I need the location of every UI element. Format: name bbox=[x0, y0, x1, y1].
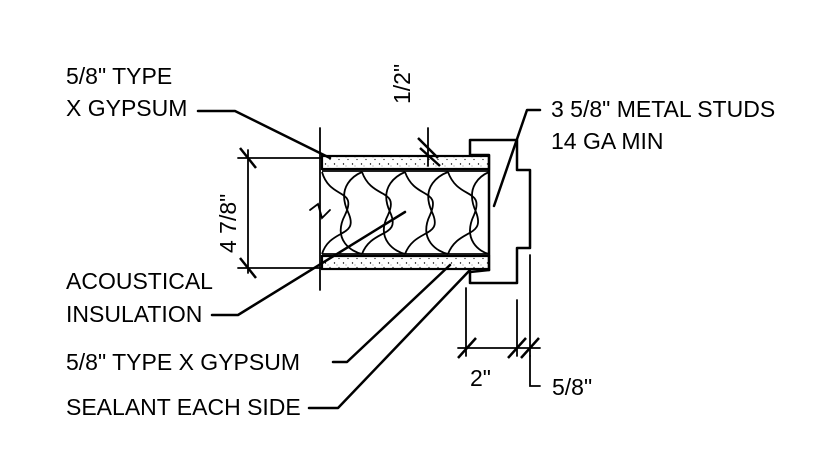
dim-gap-text: 1/2" bbox=[389, 64, 415, 104]
dim-wall-thickness-text: 4 7/8" bbox=[215, 194, 241, 253]
label-studs-2: 14 GA MIN bbox=[551, 128, 663, 154]
acoustical-insulation bbox=[321, 170, 490, 255]
stud-flange bbox=[468, 268, 491, 274]
leader-studs bbox=[492, 108, 542, 208]
break-mark bbox=[309, 202, 331, 220]
label-gypsum-top-1: 5/8" TYPE bbox=[66, 63, 172, 89]
metal-stud-profile bbox=[468, 138, 532, 285]
gypsum-board-top bbox=[320, 154, 491, 171]
label-gypsum-bottom: 5/8" TYPE X GYPSUM bbox=[66, 349, 300, 375]
label-insulation-2: INSULATION bbox=[66, 301, 202, 327]
dim-track-text: 2" bbox=[470, 365, 491, 391]
label-gypsum-top-2: X GYPSUM bbox=[66, 95, 187, 121]
dim-board-text: 5/8" bbox=[552, 374, 592, 400]
dim-wall-thickness bbox=[237, 147, 323, 279]
label-sealant: SEALANT EACH SIDE bbox=[66, 394, 301, 420]
dim-gap bbox=[417, 127, 441, 167]
label-insulation-1: ACOUSTICAL bbox=[66, 268, 213, 294]
leader-insulation bbox=[210, 210, 407, 317]
gypsum-board-bottom bbox=[320, 254, 491, 271]
leader-sealant bbox=[307, 268, 472, 410]
leader-gypsum-bottom bbox=[331, 263, 452, 364]
label-studs-1: 3 5/8" METAL STUDS bbox=[551, 96, 775, 122]
leader-gypsum-top bbox=[196, 109, 332, 160]
dim-track bbox=[457, 254, 541, 387]
